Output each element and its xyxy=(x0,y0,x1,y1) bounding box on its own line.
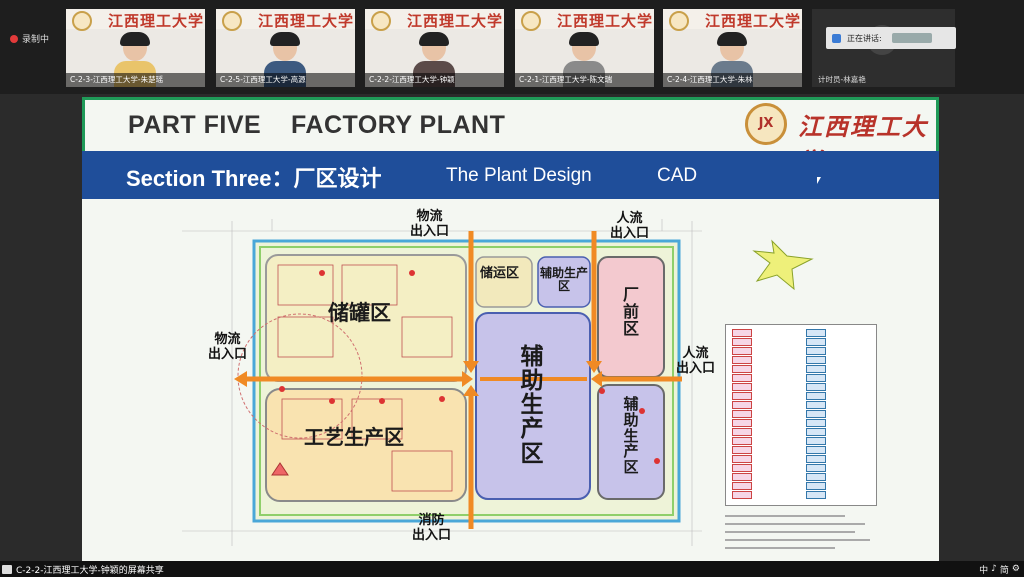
legend-row xyxy=(726,445,876,454)
zone-label-process: 工艺生产区 xyxy=(304,425,404,449)
drawing-notes xyxy=(725,509,875,559)
plant-layout-drawing xyxy=(182,219,814,546)
participant-tile[interactable]: 江西理工大学 C-2-3-江西理工大学-朱楚瑶 xyxy=(66,9,205,87)
equipment-markers xyxy=(279,270,660,464)
flow-arrows xyxy=(247,231,682,529)
tile-banner xyxy=(216,9,355,29)
legend-row xyxy=(726,454,876,463)
record-dot-icon xyxy=(10,34,18,43)
legend-row xyxy=(726,364,876,373)
gate-label-people-right: 人流 出入口 xyxy=(676,346,716,376)
process-area-block xyxy=(265,388,467,502)
zone-label-aux-top: 辅助生产区 xyxy=(539,266,588,293)
screen-share-icon xyxy=(2,564,12,574)
legend-row xyxy=(726,346,876,355)
legend-row xyxy=(726,427,876,436)
simplified-chinese-icon[interactable]: 简 xyxy=(999,565,1009,576)
system-tray: 中 ♪ 简 ⚙ xyxy=(979,562,1020,576)
legend-row xyxy=(726,391,876,400)
university-logo-icon xyxy=(222,11,242,31)
university-logo-icon xyxy=(521,11,541,31)
drawing-grid xyxy=(182,219,702,546)
legend-row xyxy=(726,490,876,499)
screen-share-indicator[interactable]: C-2-2-江西理工大学-钟颖的屏幕共享 xyxy=(2,562,164,576)
mouse-cursor-icon xyxy=(817,177,821,184)
storage-area-block xyxy=(475,256,533,308)
participant-name: C-2-4-江西理工大学-朱林 xyxy=(663,73,802,87)
legend-row xyxy=(726,355,876,364)
legend-row xyxy=(726,472,876,481)
drawing-legend xyxy=(725,324,877,506)
recording-label: 录制中 xyxy=(22,35,50,45)
speaking-label: 正在讲话: xyxy=(847,33,882,43)
legend-row xyxy=(726,337,876,346)
university-logo-icon xyxy=(72,11,92,31)
slide-title: PART FIVE FACTORY PLANT xyxy=(128,111,506,139)
input-method-icon[interactable]: 中 xyxy=(979,565,989,576)
aux-center-block xyxy=(475,312,591,500)
zone-label-aux-right: 辅助生产区 xyxy=(623,395,639,476)
slide-left-border xyxy=(82,97,85,153)
legend-row xyxy=(726,463,876,472)
shared-screen-slide: PART FIVE FACTORY PLANT JX 江西理工大学 Sectio… xyxy=(82,97,939,566)
speaker-name-redacted xyxy=(891,33,932,43)
participant-tile[interactable]: 江西理工大学 C-2-4-江西理工大学-朱林 xyxy=(663,9,802,87)
zone-label-aux-center: 辅助生产区 xyxy=(520,344,544,467)
section-title: Section Three：厂区设计 xyxy=(126,166,382,191)
north-arrow-icon xyxy=(752,239,814,291)
gate-label-people-top: 人流 出入口 xyxy=(610,211,650,241)
tile-banner xyxy=(66,9,205,29)
aux-right-block xyxy=(597,384,665,500)
legend-row xyxy=(726,373,876,382)
screen-share-label: C-2-2-江西理工大学-钟颖的屏幕共享 xyxy=(16,565,164,576)
speaking-indicator: 正在讲话: xyxy=(826,27,956,49)
legend-row xyxy=(726,436,876,445)
tile-banner-text: 江西理工大学 xyxy=(108,12,205,30)
section-tag: CAD xyxy=(657,165,698,186)
bottom-bar xyxy=(0,561,1024,577)
tile-banner xyxy=(515,9,654,29)
aux-top-block xyxy=(537,256,591,308)
tile-banner-text: 江西理工大学 xyxy=(258,12,355,30)
zone-label-front: 厂前区 xyxy=(622,285,639,338)
recording-indicator[interactable]: 录制中 xyxy=(10,32,49,45)
slide-top-border xyxy=(82,97,939,100)
gate-label-fire-bottom: 消防 出入口 xyxy=(412,513,452,543)
participant-name: C-2-3-江西理工大学-朱楚瑶 xyxy=(66,73,205,87)
section-subtitle: The Plant Design xyxy=(446,165,592,186)
legend-row xyxy=(726,409,876,418)
university-logo-icon xyxy=(371,11,391,31)
participant-name: 计时员-林嘉艳 xyxy=(818,75,866,84)
participant-name: C-2-5-江西理工大学-高源 xyxy=(216,73,355,87)
microphone-icon xyxy=(832,33,841,43)
gate-label-logistics-left: 物流 出入口 xyxy=(208,332,248,362)
gate-label-logistics-top: 物流 出入口 xyxy=(410,209,450,239)
legend-row xyxy=(726,481,876,490)
zone-label-tank: 储罐区 xyxy=(328,301,391,325)
legend-row xyxy=(726,382,876,391)
slide-right-border xyxy=(936,97,939,153)
sound-icon[interactable]: ♪ xyxy=(991,564,997,574)
tile-banner xyxy=(365,9,504,29)
tile-banner-text: 江西理工大学 xyxy=(407,12,504,30)
tile-banner-text: 江西理工大学 xyxy=(705,12,802,30)
university-logo: JX xyxy=(745,103,787,145)
participant-tile[interactable]: 江西理工大学 C-2-5-江西理工大学-高源 xyxy=(216,9,355,87)
legend-row xyxy=(726,328,876,337)
participant-name: C-2-1-江西理工大学-陈文瑞 xyxy=(515,73,654,87)
legend-row xyxy=(726,418,876,427)
tile-banner xyxy=(663,9,802,29)
tile-banner-text: 江西理工大学 xyxy=(557,12,654,30)
university-logo-icon xyxy=(669,11,689,31)
section-banner: Section Three：厂区设计 The Plant Design CAD xyxy=(82,151,939,199)
zone-label-storage: 储运区 xyxy=(480,266,520,281)
arrow-heads xyxy=(234,361,602,396)
legend-row xyxy=(726,400,876,409)
participant-tile[interactable]: 江西理工大学 C-2-2-江西理工大学-钟颖 xyxy=(365,9,504,87)
participant-name: C-2-2-江西理工大学-钟颖 xyxy=(365,73,504,87)
participant-tile[interactable]: 江西理工大学 C-2-1-江西理工大学-陈文瑞 xyxy=(515,9,654,87)
settings-icon[interactable]: ⚙ xyxy=(1011,564,1020,574)
